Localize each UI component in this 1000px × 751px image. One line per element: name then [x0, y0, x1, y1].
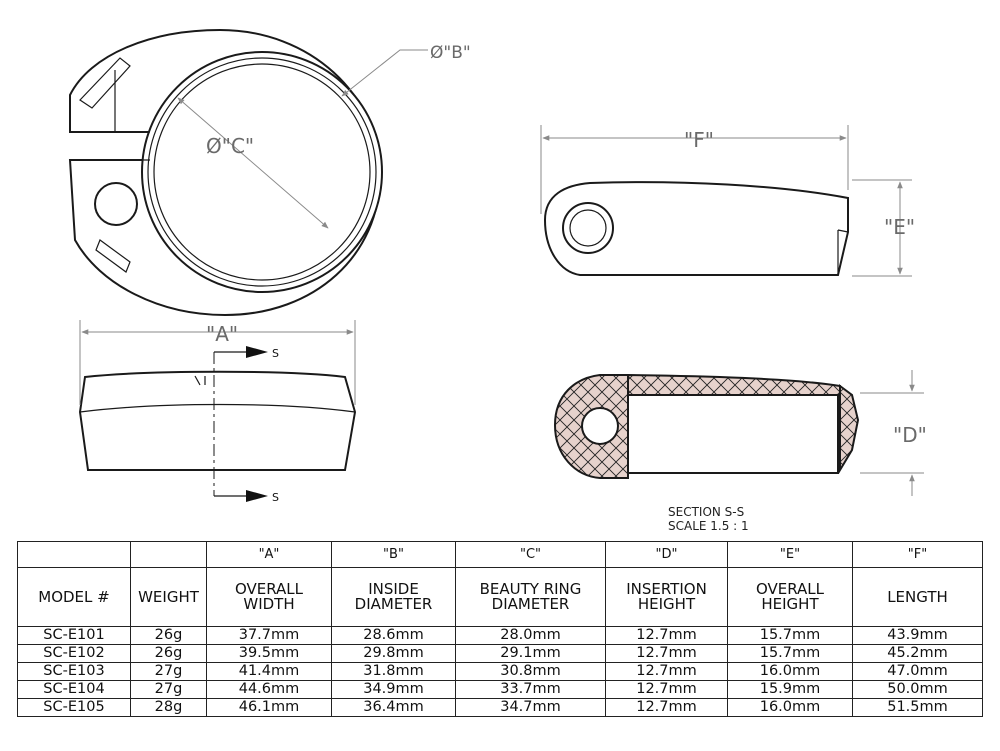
column-letter: "A": [206, 541, 332, 568]
top-view: [68, 28, 428, 317]
table-cell: 27g: [130, 662, 207, 681]
section-title: SECTION S-S: [668, 505, 744, 519]
column-header: LENGTH: [852, 567, 983, 627]
column-header: MODEL #: [17, 567, 131, 627]
column-header-line: BEAUTY RING: [479, 580, 582, 598]
bolt-circle: [94, 182, 138, 226]
column-header-line: HEIGHT: [761, 595, 819, 613]
section-view: [553, 370, 924, 496]
side-view: [540, 125, 912, 277]
technical-drawing: Ø"B" Ø"C" "F" "E" "A" S S: [68, 28, 927, 533]
table-cell: 41.4mm: [206, 662, 332, 681]
dim-d-label: "D": [893, 423, 927, 447]
table-cell: 44.6mm: [206, 680, 332, 699]
table-cell: 16.0mm: [727, 698, 853, 717]
table-cell: 36.4mm: [331, 698, 456, 717]
table-cell: 12.7mm: [605, 680, 728, 699]
front-view: [78, 320, 357, 502]
column-header-line: INSERTION: [626, 580, 707, 598]
table-cell: 37.7mm: [206, 626, 332, 645]
table-cell: 12.7mm: [605, 662, 728, 681]
table-cell: SC-E103: [17, 662, 131, 681]
column-header-line: INSIDE: [368, 580, 419, 598]
table-letter-row: "A""B""C""D""E""F": [17, 541, 983, 568]
column-header-line: WIDTH: [243, 595, 295, 613]
column-header-line: OVERALL: [234, 580, 304, 598]
table-cell: SC-E101: [17, 626, 131, 645]
column-letter: "B": [331, 541, 456, 568]
table-cell: 15.7mm: [727, 644, 853, 663]
table-cell: 47.0mm: [852, 662, 983, 681]
column-header-line: DIAMETER: [354, 595, 433, 613]
dim-b-label: Ø"B": [430, 43, 471, 63]
dim-e-label: "E": [884, 215, 915, 239]
table-cell: 51.5mm: [852, 698, 983, 717]
column-header-line: OVERALL: [755, 580, 825, 598]
column-header-line: DIAMETER: [491, 595, 570, 613]
table-cell: 30.8mm: [455, 662, 606, 681]
table-cell: 29.1mm: [455, 644, 606, 663]
table-cell: 16.0mm: [727, 662, 853, 681]
table-cell: 31.8mm: [331, 662, 456, 681]
column-header-line: WEIGHT: [138, 587, 199, 606]
column-header: WEIGHT: [130, 567, 207, 627]
section-mark-bottom: S: [272, 491, 279, 504]
section-mark-top: S: [272, 347, 279, 360]
table-cell: 34.7mm: [455, 698, 606, 717]
table-cell: 28.6mm: [331, 626, 456, 645]
table-cell: 28.0mm: [455, 626, 606, 645]
dim-a-label: "A": [206, 322, 238, 346]
table-cell: 27g: [130, 680, 207, 699]
table-cell: 39.5mm: [206, 644, 332, 663]
table-cell: 15.9mm: [727, 680, 853, 699]
column-letter: "D": [605, 541, 728, 568]
table-cell: 28g: [130, 698, 207, 717]
column-letter: [17, 541, 131, 568]
column-letter: "F": [852, 541, 983, 568]
table-cell: 34.9mm: [331, 680, 456, 699]
table-cell: 26g: [130, 626, 207, 645]
column-header-line: LENGTH: [887, 587, 948, 606]
column-letter: [130, 541, 207, 568]
table-cell: 12.7mm: [605, 626, 728, 645]
column-header-line: MODEL #: [38, 587, 110, 606]
section-scale: SCALE 1.5 : 1: [668, 519, 749, 533]
dim-f-label: "F": [684, 128, 714, 152]
dim-c-label: Ø"C": [206, 134, 254, 158]
table-cell: 15.7mm: [727, 626, 853, 645]
column-letter: "C": [455, 541, 606, 568]
table-cell: 29.8mm: [331, 644, 456, 663]
column-letter: "E": [727, 541, 853, 568]
table-cell: SC-E102: [17, 644, 131, 663]
table-cell: 46.1mm: [206, 698, 332, 717]
table-cell: 50.0mm: [852, 680, 983, 699]
table-cell: SC-E105: [17, 698, 131, 717]
table-cell: 33.7mm: [455, 680, 606, 699]
table-cell: 43.9mm: [852, 626, 983, 645]
table-cell: 26g: [130, 644, 207, 663]
table-cell: SC-E104: [17, 680, 131, 699]
table-cell: 12.7mm: [605, 644, 728, 663]
table-cell: 45.2mm: [852, 644, 983, 663]
table-cell: 12.7mm: [605, 698, 728, 717]
column-header-line: HEIGHT: [637, 595, 696, 613]
